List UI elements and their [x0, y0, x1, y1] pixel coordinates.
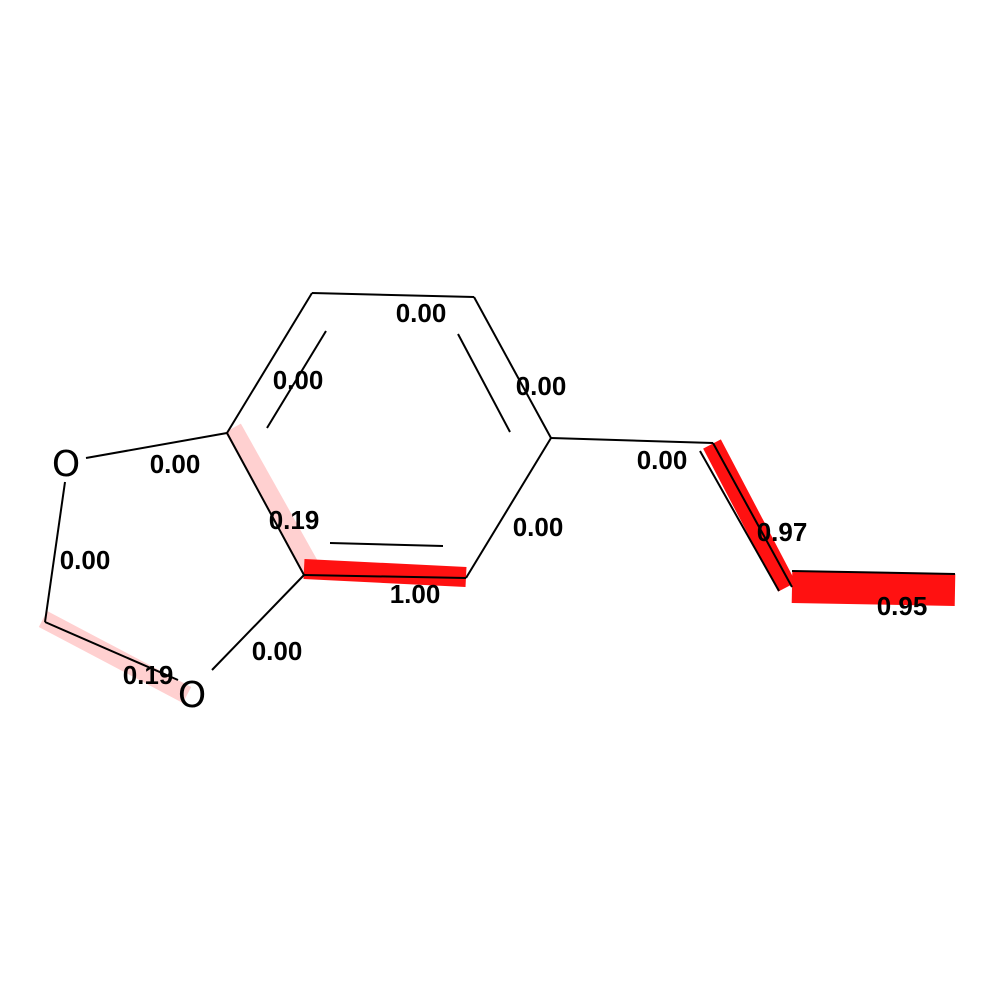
atom-o-top: O [52, 444, 80, 485]
bond-c7-c8-inner [699, 450, 780, 592]
highlight-c5-c6 [225, 423, 320, 574]
bond-o-bottom-c5 [211, 574, 305, 671]
weight-label-c6-c1: 0.00 [273, 365, 324, 395]
bond-c2-c3 [473, 296, 552, 439]
weight-label-c3-c7: 0.00 [637, 445, 688, 475]
bond-c3-c4 [465, 437, 552, 579]
bond-c4-c5-inner [329, 542, 444, 547]
bond-c7-c8 [712, 442, 793, 588]
weight-label-c2-c3: 0.00 [516, 371, 567, 401]
bond-c4-c5 [303, 574, 467, 579]
bond-c8-c9 [791, 570, 956, 575]
weight-labels: 0.00 0.00 0.00 0.00 0.00 0.97 0.19 0.00 … [60, 298, 928, 690]
highlight-c8-c9 [791, 571, 956, 606]
weight-label-c5-o-bottom: 0.00 [252, 636, 303, 666]
bond-c6-c1 [226, 292, 313, 434]
weight-label-c6-o-top: 0.00 [150, 449, 201, 479]
weight-label-c1-c2: 0.00 [396, 298, 447, 328]
bond-c1-c2 [311, 292, 475, 298]
bond-c6-o-top [85, 432, 228, 459]
bond-c6-c1-inner [266, 330, 327, 429]
atom-o-bottom: O [178, 675, 206, 716]
bond-o-top-ch2 [44, 481, 66, 623]
bonds [44, 292, 956, 681]
weight-label-c5-c6: 0.19 [269, 505, 320, 535]
atom-labels: O O [52, 444, 206, 716]
highlight-c7-c8 [703, 439, 796, 592]
weight-label-c4-c5: 1.00 [390, 579, 441, 609]
weight-label-c7-c8: 0.97 [757, 517, 808, 547]
bond-c3-c7 [550, 437, 714, 444]
weight-label-ch2-o-bottom: 0.19 [123, 660, 174, 690]
bond-c2-c3-inner [457, 333, 511, 433]
bond-ch2-o-bottom [44, 621, 179, 681]
bond-c5-c6 [226, 432, 305, 576]
highlight-c4-c5 [303, 559, 467, 587]
weight-label-o-top-ch2: 0.00 [60, 545, 111, 575]
weight-label-c3-c4: 0.00 [513, 512, 564, 542]
weight-label-c8-c9: 0.95 [877, 591, 928, 621]
